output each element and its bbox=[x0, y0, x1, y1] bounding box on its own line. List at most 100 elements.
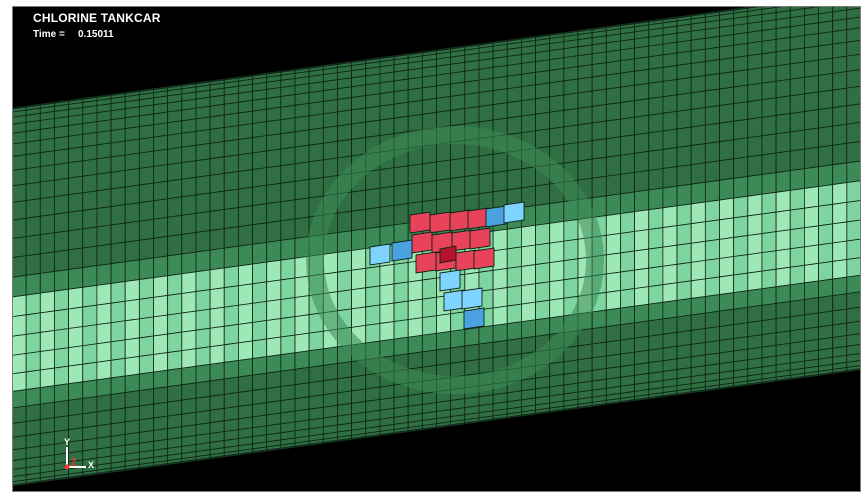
mesh-element bbox=[818, 184, 834, 207]
mesh-element bbox=[464, 92, 480, 109]
mesh-element bbox=[379, 185, 395, 208]
mesh-element bbox=[54, 162, 69, 181]
mesh-element bbox=[421, 97, 437, 115]
mesh-element bbox=[223, 207, 239, 230]
mesh-element bbox=[648, 347, 664, 364]
stress-element bbox=[461, 287, 483, 310]
mesh-element bbox=[662, 282, 678, 303]
mesh-element bbox=[308, 348, 324, 368]
mesh-element bbox=[634, 170, 650, 193]
mesh-element bbox=[704, 122, 720, 145]
mesh-element bbox=[676, 108, 692, 130]
mesh-element bbox=[549, 80, 565, 98]
mesh-element bbox=[252, 300, 268, 323]
mesh-element bbox=[846, 352, 861, 363]
mesh-element bbox=[535, 69, 551, 86]
mesh-element bbox=[662, 299, 678, 320]
mesh-element bbox=[733, 290, 749, 310]
mesh-element bbox=[280, 238, 296, 261]
mesh-element bbox=[379, 302, 395, 324]
mesh-element bbox=[393, 300, 409, 322]
stress-element bbox=[439, 245, 457, 264]
mesh-element bbox=[818, 260, 834, 282]
mesh-element bbox=[407, 87, 423, 103]
mesh-element bbox=[676, 314, 692, 333]
mesh-element bbox=[110, 407, 126, 425]
mesh-element bbox=[181, 232, 197, 255]
mesh-element bbox=[25, 234, 41, 257]
mesh-element bbox=[280, 316, 296, 338]
mesh-element bbox=[775, 189, 791, 213]
mesh-element bbox=[124, 152, 140, 171]
mesh-element bbox=[605, 173, 621, 197]
mesh-element bbox=[775, 49, 791, 67]
mesh-element bbox=[704, 310, 720, 329]
mesh-element bbox=[733, 55, 749, 73]
mesh-element bbox=[365, 285, 381, 308]
mesh-element bbox=[266, 386, 282, 404]
mesh-element bbox=[832, 71, 848, 91]
mesh-element bbox=[549, 260, 565, 283]
mesh-element bbox=[719, 158, 735, 181]
mesh-element bbox=[365, 187, 381, 210]
mesh-element bbox=[153, 314, 169, 337]
mesh-element bbox=[308, 127, 324, 146]
mesh-element bbox=[775, 150, 791, 174]
mesh-element bbox=[421, 111, 437, 131]
mesh-element bbox=[577, 122, 593, 144]
mesh-element bbox=[110, 241, 126, 265]
mesh-element bbox=[12, 314, 27, 337]
mesh-element bbox=[832, 308, 848, 326]
mesh-element bbox=[605, 118, 621, 140]
mesh-element bbox=[54, 365, 69, 387]
mesh-element bbox=[252, 241, 268, 265]
mesh-element bbox=[535, 82, 551, 100]
mesh-element bbox=[846, 180, 861, 203]
mesh-element bbox=[676, 50, 692, 66]
mesh-element bbox=[634, 335, 650, 353]
mesh-element bbox=[365, 93, 381, 109]
mesh-element bbox=[68, 209, 84, 232]
mesh-element bbox=[237, 358, 253, 378]
mesh-element bbox=[54, 249, 69, 272]
mesh-element bbox=[96, 322, 112, 345]
mesh-element bbox=[237, 205, 253, 228]
mesh-element bbox=[138, 316, 154, 339]
mesh-element bbox=[634, 98, 650, 118]
mesh-element bbox=[181, 118, 197, 134]
mesh-element bbox=[138, 182, 154, 204]
mesh-element bbox=[563, 359, 579, 375]
mesh-element bbox=[775, 316, 791, 334]
mesh-element bbox=[167, 413, 183, 430]
mesh-element bbox=[620, 288, 635, 309]
mesh-element bbox=[676, 63, 692, 80]
mesh-element bbox=[846, 333, 861, 347]
mesh-element bbox=[648, 187, 664, 211]
mesh-element bbox=[634, 349, 650, 366]
mesh-element bbox=[308, 380, 324, 398]
mesh-element bbox=[223, 391, 239, 409]
mesh-element bbox=[167, 350, 183, 371]
mesh-element bbox=[719, 274, 735, 296]
mesh-element bbox=[535, 222, 551, 246]
mesh-element bbox=[12, 371, 27, 392]
mesh-element bbox=[379, 117, 395, 136]
mesh-element bbox=[96, 156, 112, 175]
mesh-element bbox=[39, 251, 55, 274]
mesh-element bbox=[549, 297, 565, 319]
mesh-element bbox=[266, 119, 282, 137]
mesh-element bbox=[733, 272, 749, 294]
mesh-element bbox=[12, 183, 27, 203]
mesh-element bbox=[704, 46, 720, 63]
mesh-element bbox=[450, 311, 466, 332]
mesh-element bbox=[39, 330, 55, 352]
mesh-element bbox=[450, 329, 466, 349]
mesh-element bbox=[563, 107, 579, 128]
mesh-element bbox=[492, 228, 508, 252]
mesh-element bbox=[393, 319, 409, 340]
mesh-element bbox=[846, 306, 861, 324]
mesh-element bbox=[421, 332, 437, 353]
mesh-element bbox=[124, 138, 140, 156]
